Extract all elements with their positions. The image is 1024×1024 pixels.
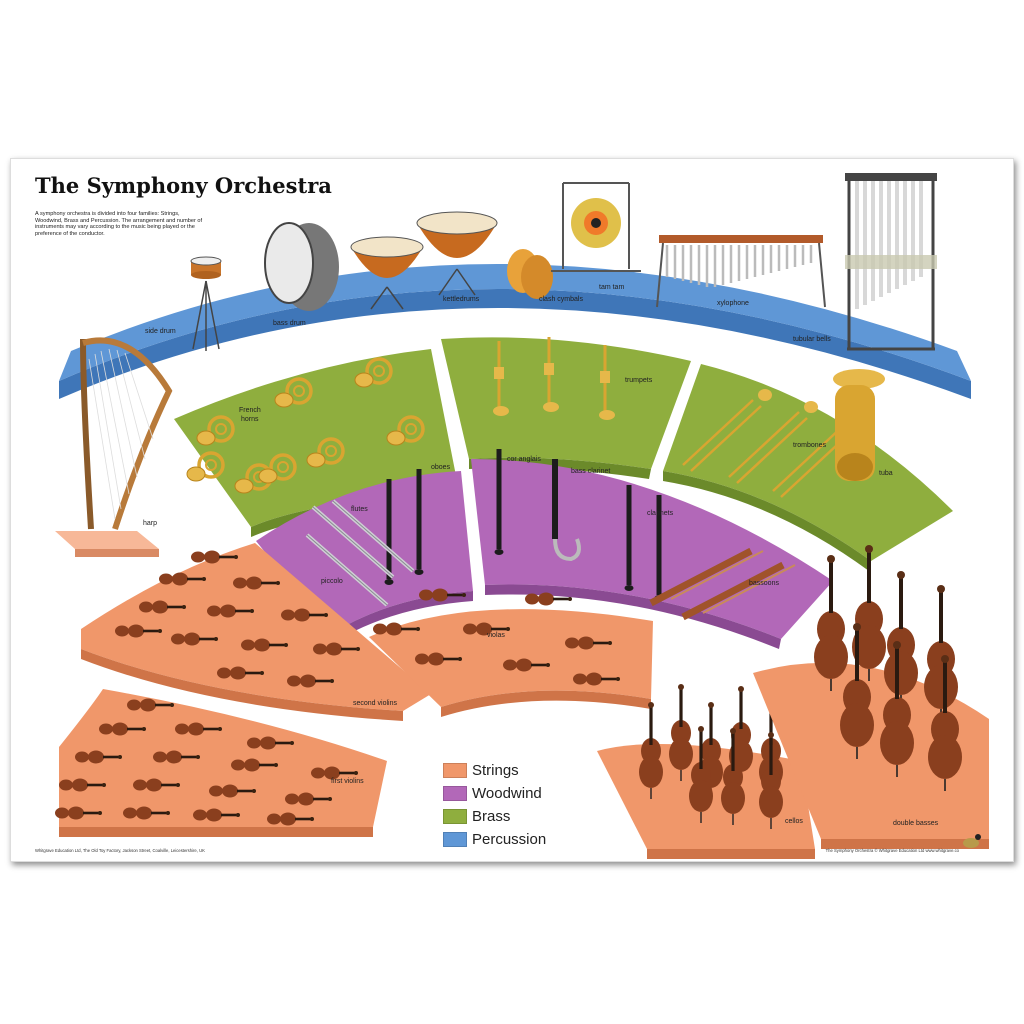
intro-text: A symphony orchestra is divided into fou…	[35, 211, 203, 237]
poster: side drum bass drum kettledrums clash cy…	[10, 158, 1014, 862]
woodwind-right-platform	[471, 459, 833, 639]
legend-item-woodwind: Woodwind	[443, 782, 546, 805]
percussion-platform	[59, 289, 971, 399]
clash-cymbals-icon	[507, 249, 553, 299]
label-bassoons: bassoons	[749, 580, 779, 587]
second-violins-platform	[81, 543, 431, 711]
tubular-bells-icon	[845, 173, 937, 351]
footer-copyright: The Symphony Orchestra © Whitgrave Educa…	[825, 848, 959, 853]
double-basses-platform	[753, 662, 989, 839]
label-harp: harp	[143, 520, 157, 527]
harp-icon	[55, 337, 173, 557]
label-bass-clarinet: bass clarinet	[571, 468, 610, 475]
legend-item-strings: Strings	[443, 759, 546, 782]
first-violins-platform	[59, 689, 387, 827]
label-tuba: tuba	[879, 470, 893, 477]
label-second-violins: second violins	[353, 700, 397, 707]
side-drum-icon	[190, 256, 222, 351]
bass-drum-icon	[264, 222, 339, 311]
legend-label: Strings	[472, 762, 519, 779]
label-bass-drum: bass drum	[273, 320, 306, 327]
label-oboes: oboes	[431, 464, 451, 471]
bass-clarinet-icon	[552, 459, 581, 562]
label-side-drum: side drum	[145, 328, 176, 335]
brass-trumpets-platform	[441, 337, 691, 469]
brass-trombones-platform	[663, 364, 953, 561]
legend-swatch	[443, 809, 467, 824]
legend-swatch	[443, 832, 467, 847]
tam-tam-icon	[551, 182, 641, 272]
legend-item-percussion: Percussion	[443, 828, 546, 851]
label-trumpets: trumpets	[625, 377, 653, 384]
label-cor-anglais: cor anglais	[507, 456, 541, 463]
footer-publisher: Whitgrave Education Ltd, The Old Toy Fac…	[35, 848, 205, 853]
label-first-violins: first violins	[331, 778, 364, 785]
label-french-horns-2: horns	[241, 416, 259, 423]
label-tubular-bells: tubular bells	[793, 336, 831, 343]
label-flutes: flutes	[351, 506, 368, 513]
legend-label: Brass	[472, 808, 511, 825]
label-kettledrums: kettledrums	[443, 296, 480, 303]
xylophone-icon	[656, 235, 826, 308]
label-violas: violas	[487, 632, 505, 639]
tuba-icon	[833, 369, 885, 481]
label-french-horns-1: French	[239, 407, 261, 414]
label-trombones: trombones	[793, 442, 827, 449]
poster-title: The Symphony Orchestra	[35, 173, 332, 198]
legend-item-brass: Brass	[443, 805, 546, 828]
label-xylophone: xylophone	[717, 300, 749, 307]
kettledrums-icon	[350, 211, 498, 310]
label-cellos: cellos	[785, 818, 803, 825]
label-double-basses: double basses	[893, 820, 939, 827]
label-tam-tam: tam tam	[599, 284, 624, 291]
legend-label: Percussion	[472, 831, 547, 848]
legend: Strings Woodwind Brass Percussion	[443, 759, 546, 851]
label-piccolo: piccolo	[321, 578, 343, 585]
legend-swatch	[443, 786, 467, 801]
label-clash-cymbals: clash cymbals	[539, 296, 583, 303]
publisher-logo-icon	[963, 834, 981, 848]
legend-label: Woodwind	[472, 785, 542, 802]
legend-swatch	[443, 763, 467, 778]
label-clarinets: clarinets	[647, 510, 674, 517]
orchestra-diagram: side drum bass drum kettledrums clash cy…	[55, 173, 989, 859]
